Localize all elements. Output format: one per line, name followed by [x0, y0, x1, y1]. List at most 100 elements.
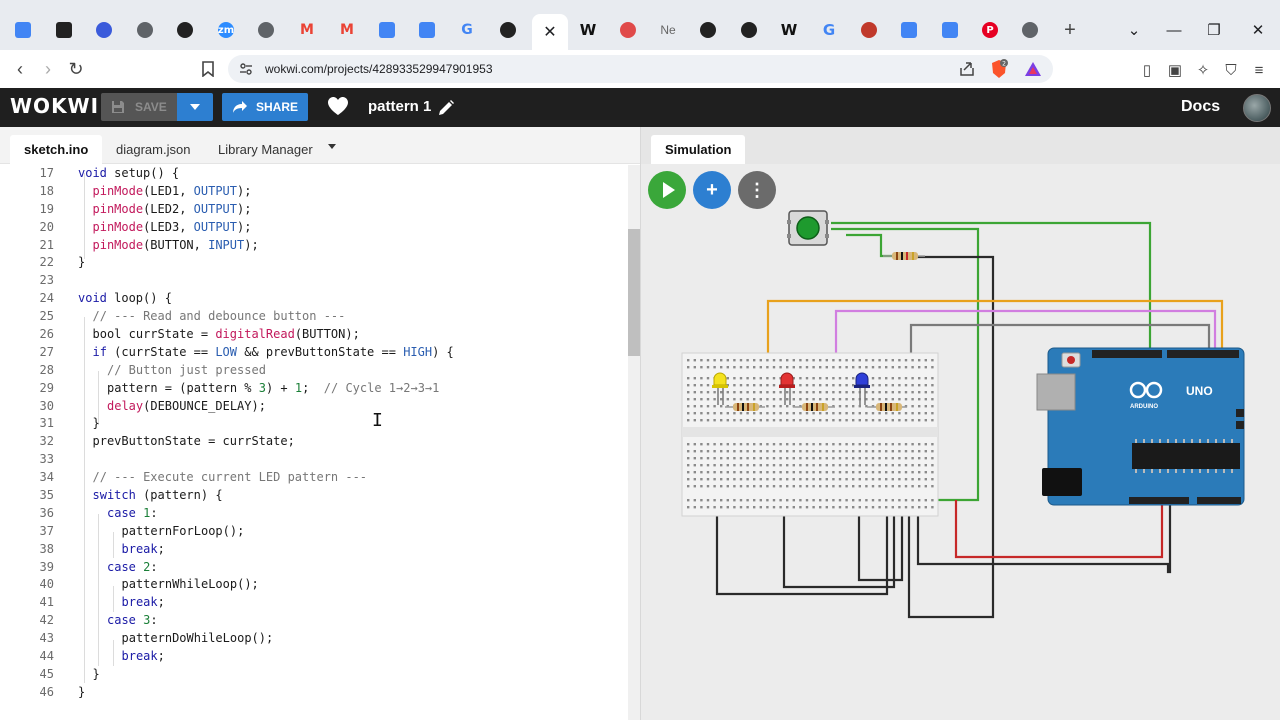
led-red[interactable]	[779, 372, 795, 405]
arduino-uno-board[interactable]: UNO ARDUINO	[1036, 347, 1245, 506]
reload-button[interactable]: ↻	[62, 56, 90, 82]
pitch-tab[interactable]	[853, 14, 885, 46]
more-options-button[interactable]: ⋮	[738, 171, 776, 209]
back-button[interactable]: ‹	[6, 56, 34, 82]
code-line[interactable]: 34// --- Execute current LED pattern ---	[0, 469, 628, 487]
share-button[interactable]: SHARE	[222, 93, 308, 121]
wokwi-tab[interactable]	[733, 14, 765, 46]
pencil-icon[interactable]	[437, 99, 455, 117]
docs-tab-5[interactable]	[934, 14, 966, 46]
code-text[interactable]: }	[92, 666, 100, 681]
gmail-tab[interactable]: M	[291, 14, 323, 46]
tab-diagram-json[interactable]: diagram.json	[116, 142, 191, 157]
project-name[interactable]: pattern 1	[368, 98, 432, 115]
code-line[interactable]: 45}	[0, 666, 628, 684]
code-text[interactable]: case 2:	[107, 559, 158, 574]
code-text[interactable]: switch (pattern) {	[92, 488, 223, 503]
heart-icon[interactable]	[327, 96, 349, 116]
avatar[interactable]	[1243, 94, 1271, 122]
code-text[interactable]: pinMode(BUTTON, INPUT);	[92, 237, 259, 252]
url-field[interactable]: wokwi.com/projects/428933529947901953 2	[228, 55, 1053, 83]
add-part-button[interactable]: +	[693, 171, 731, 209]
vpn-button[interactable]: ⛉	[1222, 61, 1240, 79]
tab-simulation[interactable]: Simulation	[651, 135, 746, 164]
wire[interactable]	[831, 221, 1152, 352]
zoom-tab[interactable]: zm	[210, 14, 242, 46]
q-tab[interactable]	[48, 14, 80, 46]
code-text[interactable]: prevButtonState = currState;	[92, 434, 295, 449]
code-line[interactable]: 22}	[0, 254, 628, 272]
tab-sketch-ino[interactable]: sketch.ino	[10, 135, 103, 164]
code-line[interactable]: 33	[0, 451, 628, 469]
close-window-button[interactable]: ✕	[1244, 18, 1272, 42]
pushbutton[interactable]	[787, 210, 829, 246]
resistor[interactable]	[793, 403, 835, 411]
code-line[interactable]: 46}	[0, 684, 628, 702]
sidebar-button[interactable]: ▯	[1138, 61, 1156, 79]
wire[interactable]	[831, 227, 980, 502]
wire[interactable]	[916, 500, 1172, 574]
code-text[interactable]: // --- Execute current LED pattern ---	[92, 470, 368, 485]
code-text[interactable]: patternForLoop();	[121, 523, 245, 538]
brave-shield-icon[interactable]: 2	[990, 59, 1008, 79]
restore-button[interactable]: ❐	[1200, 18, 1228, 42]
leo-ai-button[interactable]: ✧	[1194, 61, 1212, 79]
tab-library-manager[interactable]: Library Manager	[218, 142, 313, 157]
tab-search-button[interactable]: ⌄	[1120, 18, 1148, 42]
wokwi-logo[interactable]: WOKWI	[10, 94, 100, 118]
google-tab[interactable]: G	[451, 14, 483, 46]
code-text[interactable]: bool currState = digitalRead(BUTTON);	[92, 327, 360, 342]
chatgpt-tab-2[interactable]	[492, 14, 524, 46]
code-line[interactable]: 31}	[0, 415, 628, 433]
code-text[interactable]: void setup() {	[78, 166, 180, 180]
wikipedia-tab-2[interactable]: W	[773, 14, 805, 46]
editor-scrollbar-thumb[interactable]	[628, 229, 640, 356]
start-simulation-button[interactable]	[648, 171, 686, 209]
wire[interactable]	[954, 500, 1164, 559]
code-text[interactable]: if (currState == LOW && prevButtonState …	[92, 344, 454, 359]
code-text[interactable]: break;	[121, 595, 165, 610]
globe-tab-3[interactable]	[1014, 14, 1046, 46]
new-tab-label[interactable]: Ne	[652, 14, 684, 46]
globe-tab[interactable]	[129, 14, 161, 46]
menu-button[interactable]: ≡	[1250, 61, 1268, 79]
code-text[interactable]: }	[92, 416, 100, 431]
code-text[interactable]: break;	[121, 649, 165, 664]
wikipedia-tab[interactable]: W	[572, 14, 604, 46]
code-text[interactable]: patternWhileLoop();	[121, 577, 259, 592]
resistor[interactable]	[883, 252, 925, 260]
wire[interactable]	[909, 323, 1211, 357]
code-text[interactable]: pinMode(LED3, OUTPUT);	[92, 219, 252, 234]
new-tab-button[interactable]: +	[1054, 14, 1086, 46]
minimize-button[interactable]: —	[1160, 18, 1188, 42]
code-text[interactable]: pattern = (pattern % 3) + 1; // Cycle 1→…	[107, 380, 440, 395]
code-text[interactable]: pinMode(LED1, OUTPUT);	[92, 183, 252, 198]
pinterest-tab[interactable]: P	[974, 14, 1006, 46]
code-text[interactable]: break;	[121, 541, 165, 556]
share-page-icon[interactable]	[958, 60, 976, 78]
code-line[interactable]: 28// Button just pressed	[0, 362, 628, 380]
code-text[interactable]: }	[78, 684, 86, 699]
code-text[interactable]: void loop() {	[78, 291, 172, 306]
code-text[interactable]: }	[78, 255, 86, 270]
save-options-dropdown[interactable]	[177, 93, 213, 121]
google-tab-2[interactable]: G	[813, 14, 845, 46]
docs-tab-2[interactable]	[371, 14, 403, 46]
